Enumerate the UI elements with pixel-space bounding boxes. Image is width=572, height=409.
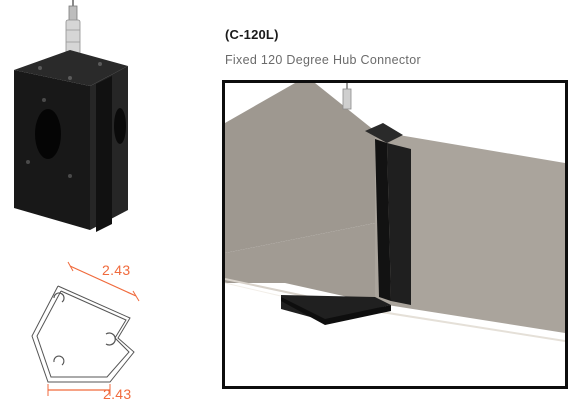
hub-profile-drawing <box>18 256 158 406</box>
model-code: (C-120L) <box>225 27 279 42</box>
installed-hub-render <box>222 80 568 389</box>
hub-connector-photo <box>0 0 150 236</box>
product-name: Fixed 120 Degree Hub Connector <box>225 53 421 67</box>
dimension-label-top: 2.43 <box>102 262 131 278</box>
